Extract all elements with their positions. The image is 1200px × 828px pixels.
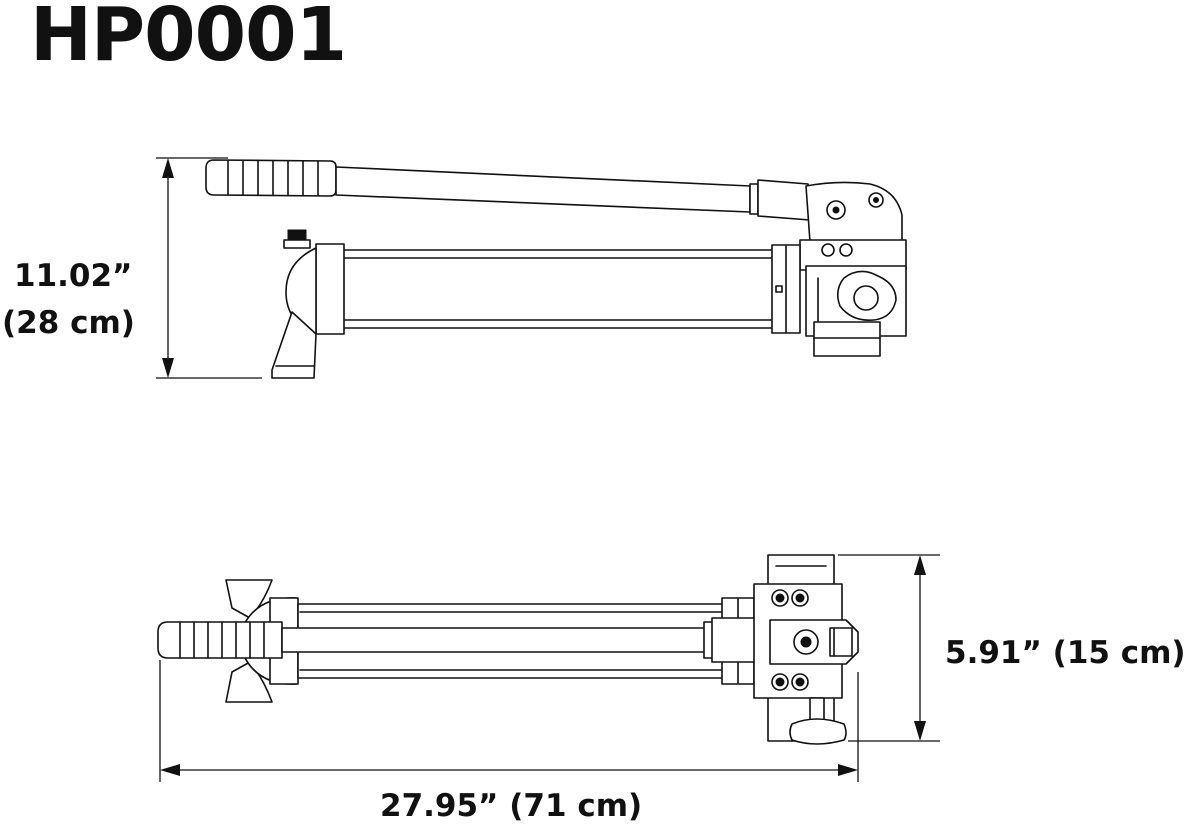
width-dimension-line xyxy=(838,554,940,742)
height-label-inches: 11.02” xyxy=(14,258,132,294)
width-label: 5.91” (15 cm) xyxy=(945,635,1186,671)
length-label: 27.95” (71 cm) xyxy=(380,788,642,824)
pump-head xyxy=(799,181,907,357)
pump-side-view: 11.02” (28 cm) xyxy=(2,157,907,379)
pump-head-top xyxy=(753,554,859,745)
page-title: HP0001 xyxy=(30,0,346,78)
height-label-cm: (28 cm) xyxy=(2,305,135,341)
reservoir-cylinder xyxy=(341,244,801,334)
pump-handle xyxy=(205,159,811,221)
pump-top-view: 5.91” (15 cm) 27.95” (71 cm) xyxy=(157,554,1186,824)
height-dimension-line xyxy=(156,157,262,379)
length-dimension-line xyxy=(159,660,859,782)
reservoir-end-cap xyxy=(271,229,345,379)
